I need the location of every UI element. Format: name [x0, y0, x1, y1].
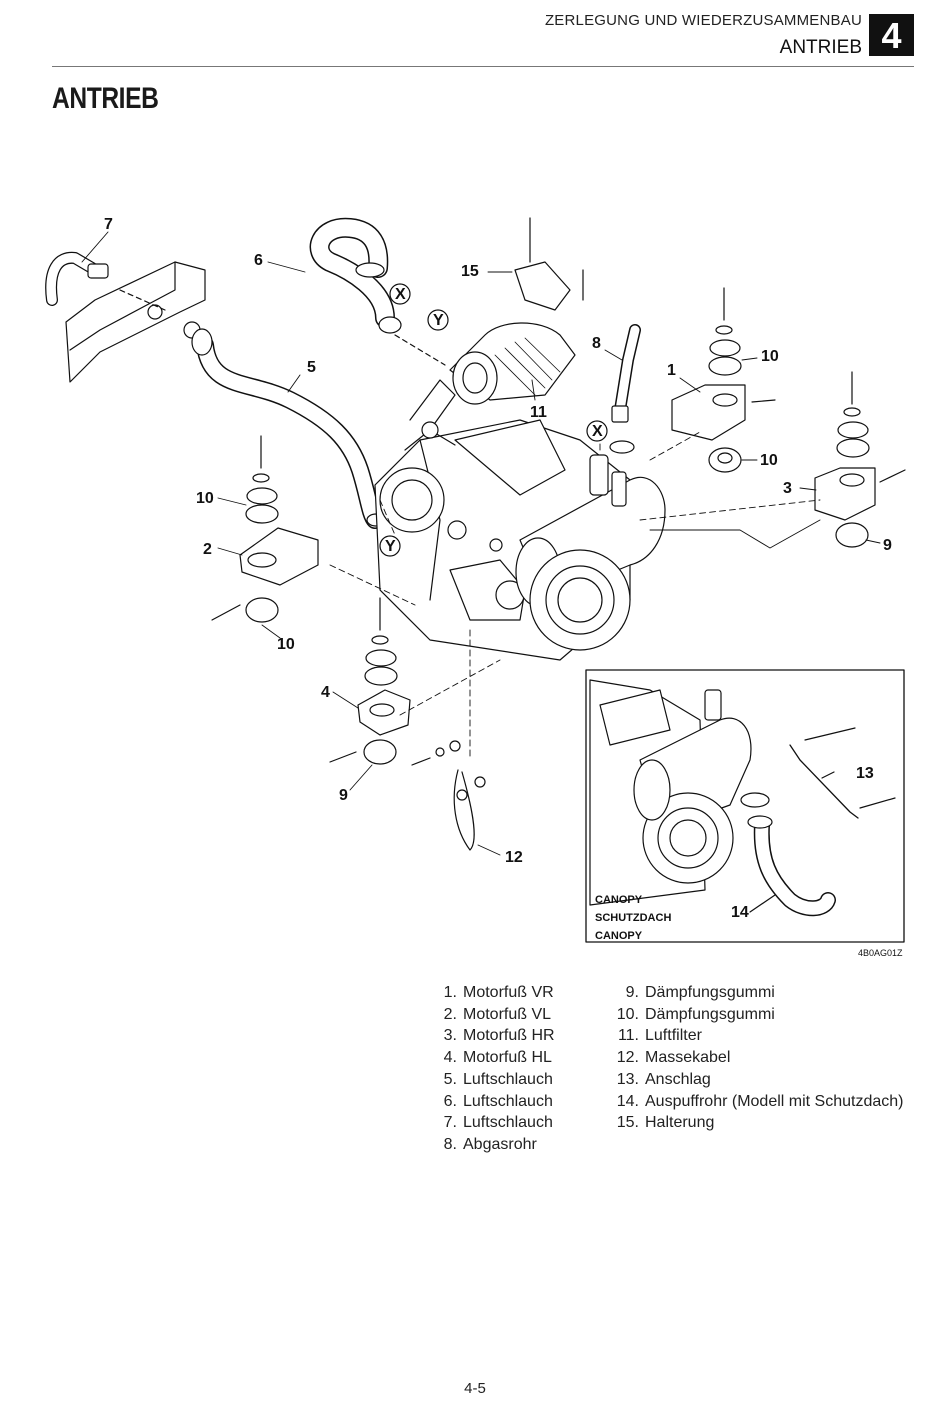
callout-9-left: 9 [339, 787, 348, 804]
callout-5: 5 [307, 359, 316, 376]
legend-item: 4.Motorfuß HL [443, 1049, 552, 1067]
air-hose-6-drawing [309, 217, 446, 366]
callout-x-bottom: X [592, 423, 603, 440]
callout-14: 14 [731, 904, 749, 921]
engine-mount-3-drawing [814, 371, 906, 548]
inset-label-canopy-1: CANOPY [595, 894, 643, 906]
exploded-view-diagram: 7 6 15 5 11 8 1 10 10 3 9 10 2 10 4 9 12… [45, 216, 906, 958]
callout-8: 8 [592, 335, 601, 352]
figure-code: 4B0AG01Z [858, 948, 903, 958]
legend-item: 2.Motorfuß VL [443, 1005, 552, 1023]
callout-9-right: 9 [883, 537, 892, 554]
inset-frame [585, 669, 905, 943]
header-rule [52, 66, 914, 67]
legend-item: 7.Luftschlauch [443, 1114, 553, 1132]
air-filter-drawing [449, 217, 584, 405]
legend-item: 3.Motorfuß HR [443, 1027, 555, 1045]
legend-item: 15.Halterung [616, 1114, 715, 1132]
callout-6: 6 [254, 252, 263, 269]
legend-item: 1.Motorfuß VR [443, 984, 554, 1001]
callout-10-bottom: 10 [277, 636, 295, 653]
legend-item: 8.Abgasrohr [443, 1135, 537, 1153]
inset-canopy-drawing [589, 679, 896, 917]
legend-item: 5.Luftschlauch [443, 1070, 553, 1088]
callout-11: 11 [530, 404, 547, 421]
legend-item: 13.Anschlag [616, 1070, 711, 1088]
section-title: ZERLEGUNG UND WIEDERZUSAMMENBAU [544, 12, 862, 29]
callout-10-left: 10 [196, 490, 214, 507]
callout-3: 3 [783, 480, 792, 497]
page-title: ANTRIEB [52, 82, 159, 115]
air-hose-7-drawing [45, 251, 206, 383]
legend-item: 10.Dämpfungsgummi [616, 1005, 775, 1023]
callout-y-bottom: Y [385, 538, 396, 555]
callout-x-top: X [395, 286, 406, 303]
inset-label-schutzdach: SCHUTZDACH [595, 912, 671, 924]
legend-item: 11.Luftfilter [617, 1027, 702, 1045]
muffler-drawing [515, 454, 666, 651]
chapter-title: ANTRIEB [779, 37, 862, 58]
callout-leaders [81, 231, 881, 856]
legend-item: 12.Massekabel [616, 1049, 731, 1067]
inset-label-canopy-2: CANOPY [595, 930, 643, 942]
exhaust-pipe-8-drawing [609, 324, 641, 454]
parts-legend-right: 9.Dämpfungsgummi 10.Dämpfungsgummi 11.Lu… [600, 982, 904, 1134]
callout-12: 12 [505, 849, 523, 866]
callout-2: 2 [203, 541, 212, 558]
engine-mount-4-drawing [329, 597, 411, 765]
page-number: 4-5 [464, 1380, 486, 1397]
alignment-lines [329, 429, 821, 761]
legend-item: 9.Dämpfungsgummi [625, 984, 775, 1001]
air-hose-5-drawing [191, 328, 386, 529]
legend-item: 14.Auspuffrohr (Modell mit Schutzdach) [616, 1092, 904, 1110]
engine-mount-1-drawing [671, 287, 776, 473]
callout-4: 4 [321, 684, 330, 701]
callout-10-top: 10 [761, 348, 779, 365]
callout-15: 15 [461, 263, 479, 280]
callout-13: 13 [856, 765, 874, 782]
callout-1: 1 [667, 362, 676, 379]
chapter-number-badge: 4 [869, 14, 914, 56]
callout-10-right: 10 [760, 452, 778, 469]
callout-7: 7 [104, 216, 113, 233]
parts-legend-left: 1.Motorfuß VR 2.Motorfuß VL 3.Motorfuß H… [430, 982, 555, 1156]
callout-y-top: Y [433, 312, 444, 329]
legend-item: 6.Luftschlauch [443, 1092, 553, 1110]
ground-cable-drawing [411, 740, 486, 851]
engine-mount-2-drawing [211, 435, 319, 623]
